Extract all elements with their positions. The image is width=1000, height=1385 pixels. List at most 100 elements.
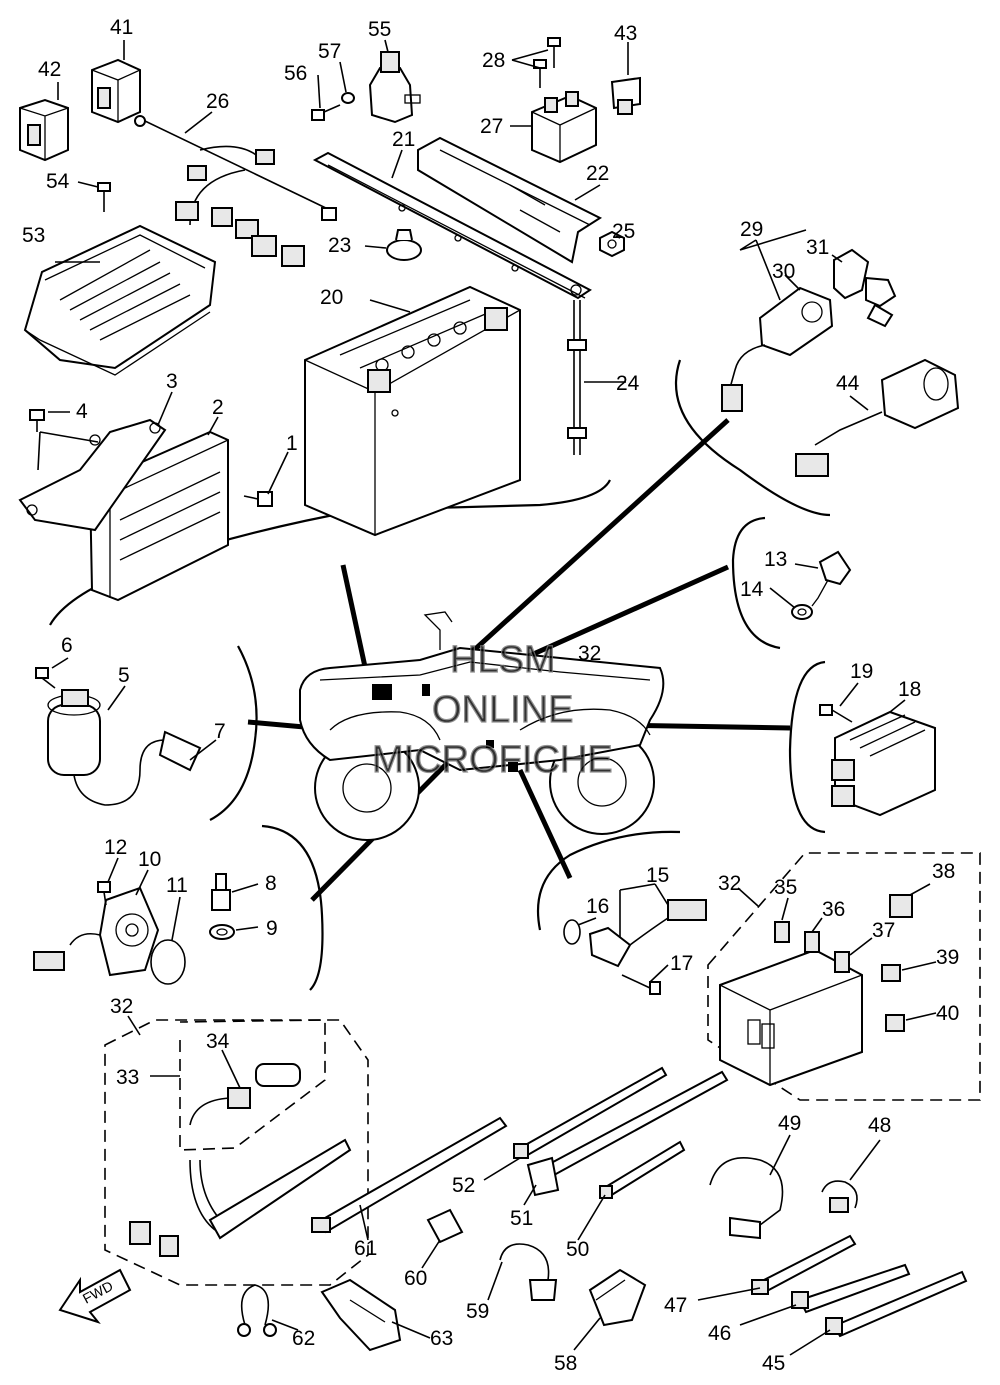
callout-21: 21 xyxy=(392,128,415,151)
callout-61: 61 xyxy=(354,1237,377,1260)
part-1-bolt xyxy=(243,491,273,507)
sub-harness-group xyxy=(104,1019,369,1286)
part-59-clamp xyxy=(499,1243,558,1301)
callout-7: 7 xyxy=(214,720,226,743)
bubble-key-switch-group xyxy=(674,359,831,517)
callout-60: 60 xyxy=(404,1267,427,1290)
callout-15: 15 xyxy=(646,864,669,887)
callout-49: 49 xyxy=(778,1112,801,1135)
part-21-battery-strap xyxy=(312,151,592,300)
part-31-key xyxy=(833,248,897,328)
part-18-rectifier xyxy=(831,710,936,817)
callout-20: 20 xyxy=(320,286,343,309)
callout-33: 33 xyxy=(116,1066,139,1089)
part-30-main-switch xyxy=(721,286,834,412)
part-5-ignition-coil xyxy=(47,689,202,806)
part-50-cable-tie xyxy=(599,1140,686,1199)
part-12-screw xyxy=(97,881,111,906)
part-19-bolt xyxy=(819,704,853,723)
part-35-fuse xyxy=(774,921,790,943)
callout-22: 22 xyxy=(586,162,609,185)
part-57-washer xyxy=(341,92,355,104)
part-23-rubber-cap xyxy=(386,229,422,261)
part-63-clamp xyxy=(320,1278,402,1352)
part-43-fuse xyxy=(610,76,641,115)
callout-8: 8 xyxy=(265,872,277,895)
callout-14: 14 xyxy=(740,578,764,601)
callout-48: 48 xyxy=(868,1114,891,1137)
part-40-fuse xyxy=(885,1014,905,1032)
part-36-fuse xyxy=(804,931,820,953)
watermark-line-3: MICROFICHE xyxy=(372,739,613,781)
callout-50: 50 xyxy=(566,1238,589,1261)
callout-57: 57 xyxy=(318,40,341,63)
callout-47: 47 xyxy=(664,1294,687,1317)
part-26-wire-harness xyxy=(134,115,337,267)
part-60-clip xyxy=(426,1208,464,1244)
part-56-screw xyxy=(311,104,341,121)
atv-marker xyxy=(372,684,392,700)
part-27-relay xyxy=(531,91,597,164)
callout-53: 53 xyxy=(22,224,45,247)
callout-28: 28 xyxy=(482,49,505,72)
callout-40: 40 xyxy=(936,1002,959,1025)
part-53-ecu xyxy=(23,224,217,376)
callout-labels: 1 2 3 4 5 6 7 8 9 10 11 12 13 14 15 16 1… xyxy=(22,16,959,1375)
bubble-ignition-coil xyxy=(209,645,258,821)
bubble-top-group xyxy=(49,479,611,626)
part-37-fuse xyxy=(834,951,850,973)
callout-39: 39 xyxy=(936,946,959,969)
bubble-sensor-13 xyxy=(731,516,781,650)
leader-key-group xyxy=(428,418,730,692)
callout-32-top: 32 xyxy=(578,642,601,665)
part-49-clamp xyxy=(709,1156,784,1240)
callout-56: 56 xyxy=(284,62,307,85)
callout-37: 37 xyxy=(872,919,895,942)
part-39-fuse xyxy=(881,964,901,982)
part-4-bolt xyxy=(29,409,45,432)
callout-34: 34 xyxy=(206,1030,230,1053)
callout-9: 9 xyxy=(266,917,278,940)
callout-46: 46 xyxy=(708,1322,731,1345)
part-48-clamp xyxy=(821,1180,858,1213)
callout-31: 31 xyxy=(806,236,829,259)
callout-36: 36 xyxy=(822,898,845,921)
bubble-sensors-lower-left xyxy=(261,824,324,991)
callout-55: 55 xyxy=(368,18,391,41)
callout-17: 17 xyxy=(670,952,693,975)
atv-body xyxy=(299,646,665,772)
callout-1: 1 xyxy=(286,432,298,455)
callout-63: 63 xyxy=(430,1327,453,1350)
part-11-o-ring xyxy=(150,939,186,985)
callout-leaders xyxy=(37,39,937,1356)
part-58-clamp xyxy=(588,1268,647,1327)
part-55-starter-relay xyxy=(368,51,421,124)
callout-32-harness: 32 xyxy=(110,995,133,1018)
part-15-sensor xyxy=(588,899,707,968)
part-52-cable-tie xyxy=(513,1066,668,1159)
callout-59: 59 xyxy=(466,1300,489,1323)
part-61-cable-tie xyxy=(311,1116,508,1234)
callout-27: 27 xyxy=(480,115,503,138)
callout-26: 26 xyxy=(206,90,229,113)
callout-38: 38 xyxy=(932,860,955,883)
part-6-bolt xyxy=(35,667,56,689)
part-9-washer xyxy=(209,924,235,940)
callout-45: 45 xyxy=(762,1352,785,1375)
part-47-cable-tie xyxy=(751,1234,857,1295)
callout-10: 10 xyxy=(138,848,161,871)
callout-54: 54 xyxy=(46,170,70,193)
part-42-relay xyxy=(19,98,69,162)
callout-5: 5 xyxy=(118,664,130,687)
part-13-sensor xyxy=(811,550,852,607)
callout-30: 30 xyxy=(772,260,795,283)
bubble-sensor-15 xyxy=(536,830,681,931)
part-54-bolt xyxy=(97,182,111,212)
leader-sensor-15 xyxy=(517,768,573,880)
callout-2: 2 xyxy=(212,396,224,419)
callout-44: 44 xyxy=(836,372,860,395)
callout-35: 35 xyxy=(774,876,797,899)
callout-19: 19 xyxy=(850,660,873,683)
callout-29: 29 xyxy=(740,218,763,241)
